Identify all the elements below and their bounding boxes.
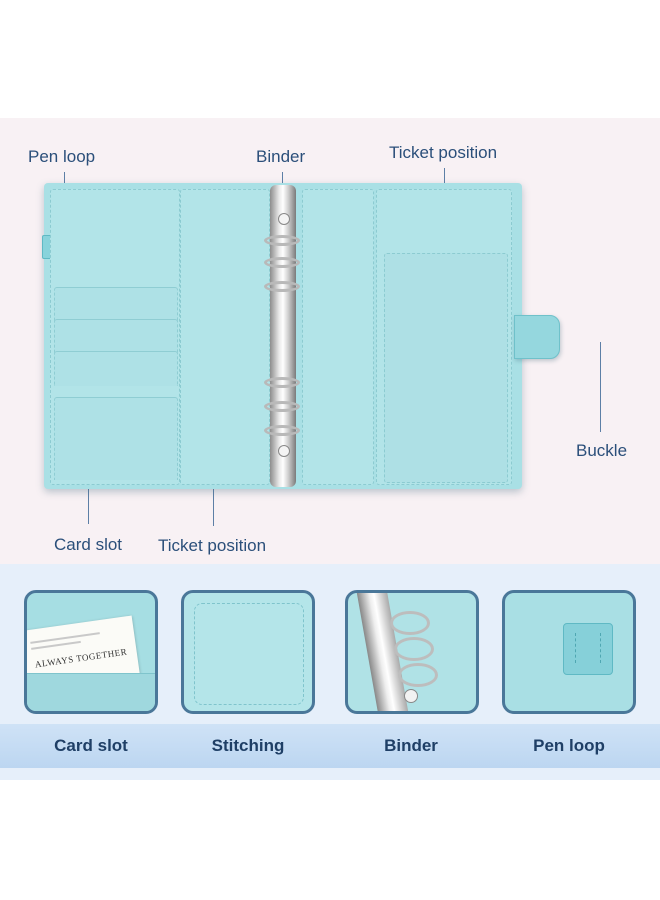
detail-label-band	[0, 724, 660, 768]
ring-binder-spine	[270, 185, 296, 487]
detail-thumb-card-slot: ALWAYS TOGETHER	[24, 590, 158, 714]
binder-rivet	[278, 213, 290, 225]
card-slot-pocket	[54, 397, 178, 480]
binder-ring	[264, 425, 300, 436]
callout-card-slot: Card slot	[54, 535, 123, 554]
binder-illustration	[42, 183, 560, 489]
detail-label-pen-loop: Pen loop	[533, 736, 605, 755]
detail-label-binder: Binder	[384, 736, 438, 755]
ticket-panel-left	[180, 189, 270, 485]
callout-line-binder	[282, 172, 283, 188]
right-inner-panel	[302, 189, 374, 485]
binder-ring	[264, 257, 300, 268]
buckle-strap	[514, 315, 560, 359]
callout-line-buckle	[600, 342, 601, 432]
binder-rivet	[278, 445, 290, 457]
binder-ring-closeup	[394, 637, 434, 661]
callout-ticket-position-bottom: Ticket position	[158, 536, 267, 555]
binder-ring	[264, 281, 300, 292]
detail-label-card-slot: Card slot	[54, 736, 128, 755]
binder-rivet-closeup	[404, 689, 418, 703]
callout-pen-loop: Pen loop	[28, 147, 96, 166]
stitching-line	[194, 603, 304, 705]
binder-ring	[264, 235, 300, 246]
pen-loop-closeup	[563, 623, 613, 675]
binder-ring-closeup	[390, 611, 430, 635]
binder-ring	[264, 377, 300, 388]
pen-loop-stitch	[575, 633, 601, 663]
ticket-pocket	[384, 253, 508, 483]
card-slot	[54, 351, 178, 386]
callout-ticket-position-top: Ticket position	[389, 143, 498, 162]
detail-thumb-stitching	[181, 590, 315, 714]
callout-buckle: Buckle	[576, 441, 628, 460]
card-print-text: ALWAYS TOGETHER	[34, 646, 128, 670]
callout-binder: Binder	[256, 147, 306, 166]
binder-ring-closeup	[398, 663, 438, 687]
card-slot	[54, 287, 178, 322]
binder-ring	[264, 401, 300, 412]
detail-label-stitching: Stitching	[211, 736, 285, 755]
detail-thumb-pen-loop	[502, 590, 636, 714]
card-slot	[54, 319, 178, 354]
detail-thumb-binder	[345, 590, 479, 714]
card-slot-edge	[27, 673, 155, 711]
